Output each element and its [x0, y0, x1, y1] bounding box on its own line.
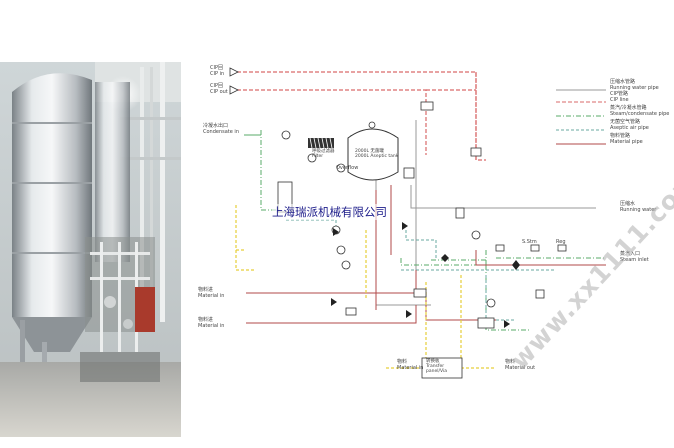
valves	[331, 222, 520, 328]
label-steam-inlet: 蒸汽入口 Steam inlet	[620, 251, 649, 263]
legend-lines	[556, 89, 606, 145]
label-transfer-panel: 转换板 Transfer panel/Via	[426, 359, 447, 374]
equipment-photo	[0, 62, 181, 437]
cip-lines	[231, 71, 486, 161]
label-overflow: Overflow	[336, 165, 359, 171]
material-bottom-lines	[235, 205, 496, 369]
label-tank: 2000L 无菌罐 2000L Aseptic tank	[355, 149, 399, 159]
left-arrows	[229, 67, 239, 95]
label-running-water: 压缩水 Running water	[620, 201, 657, 213]
label-material-out-bottom: 物料 Material out	[505, 359, 536, 371]
filter-unit	[308, 137, 334, 149]
label-condensate: 冷凝水出口 Condensate in	[203, 123, 239, 135]
label-cip-mid: CIP回 CIP out	[210, 83, 228, 95]
aseptic-tank	[347, 121, 399, 181]
label-cip-top: CIP回 CIP in	[210, 65, 225, 77]
label-material-in-2: 物料进 Material in	[198, 317, 225, 329]
label-material-in-bottom: 物料 Material in	[397, 359, 424, 371]
company-name: 上海瑞派机械有限公司	[272, 204, 387, 220]
label-filter: 呼吸过滤器 Filter	[312, 149, 335, 159]
label-steam-small: S.Stm	[522, 239, 537, 245]
label-reg: Reg	[556, 239, 566, 245]
label-material-in-1: 物料进 Material in	[198, 287, 225, 299]
